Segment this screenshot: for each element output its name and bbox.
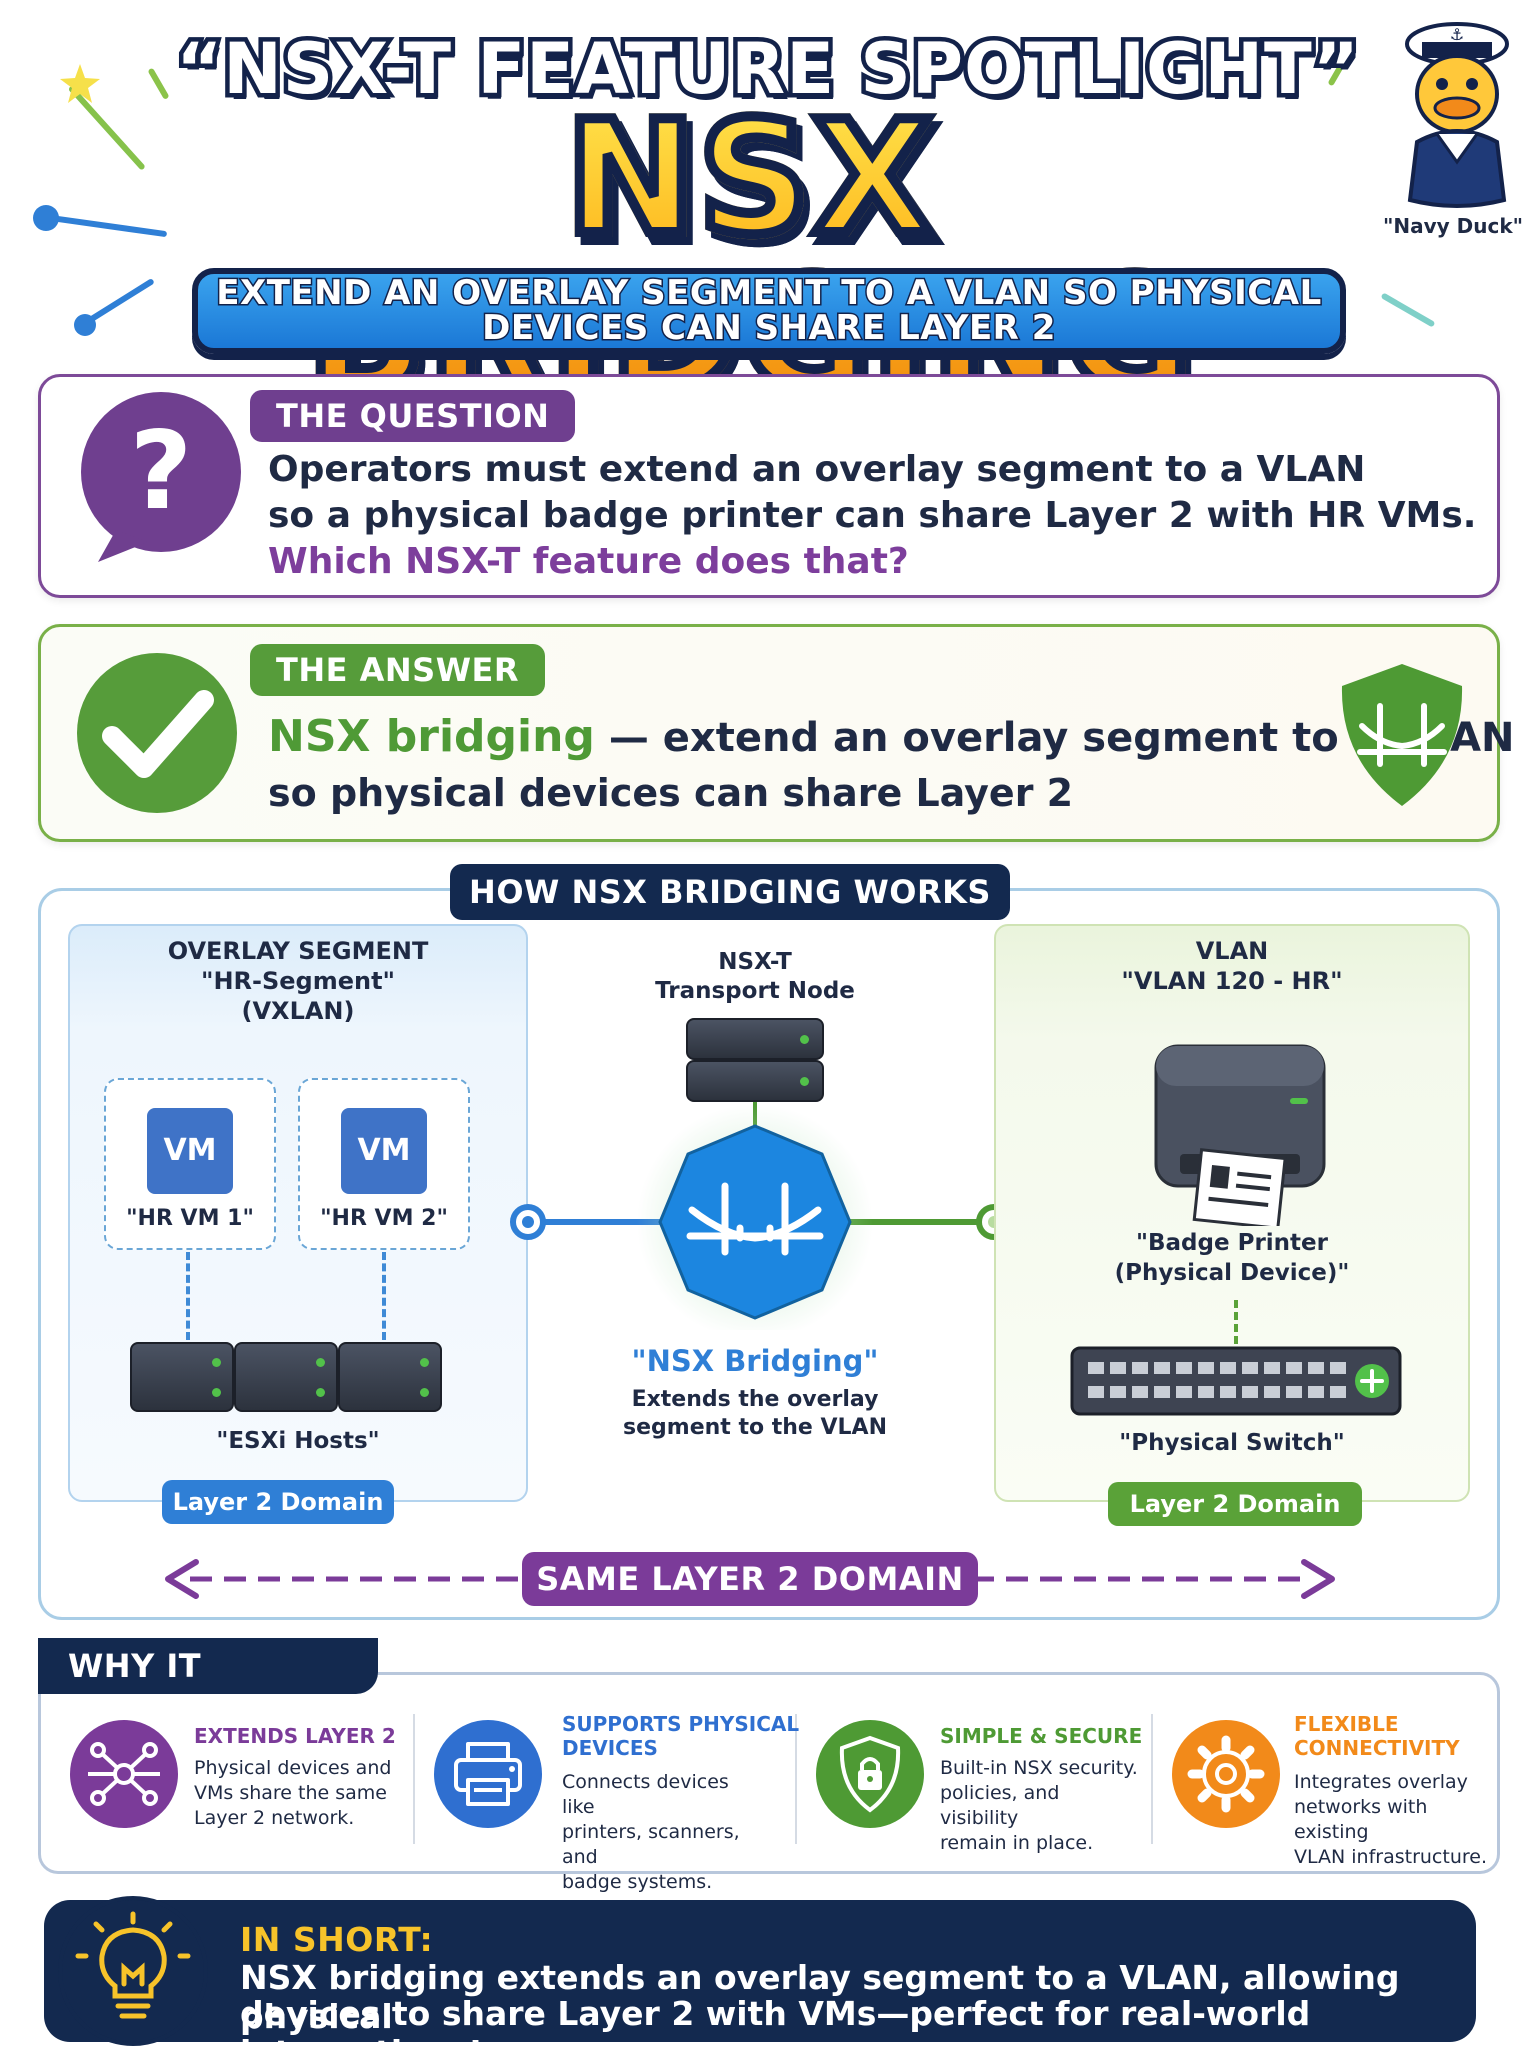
vm-icon: VM <box>147 1108 233 1194</box>
esxi-host-icon <box>234 1342 338 1412</box>
why-item-title: SUPPORTS PHYSICAL DEVICES <box>562 1712 800 1760</box>
transport-node-server-icon <box>686 1060 824 1102</box>
nsx-bridging-title: "NSX Bridging" <box>631 1344 879 1378</box>
subtitle-text: EXTEND AN OVERLAY SEGMENT TO A VLAN SO P… <box>215 273 1323 348</box>
question-icon: ? <box>81 392 241 562</box>
transport-node-title-line1: NSX-T <box>718 949 792 975</box>
printer-switch-link <box>1234 1300 1238 1344</box>
why-item-title: EXTENDS LAYER 2 <box>194 1724 396 1748</box>
badge-printer-label-line2: (Physical Device)" <box>1114 1260 1350 1286</box>
why-item-description: Physical devices and VMs share the same … <box>194 1757 392 1829</box>
overlay-layer2-domain-badge: Layer 2 Domain <box>162 1480 394 1524</box>
svg-text:⚓: ⚓ <box>1450 25 1464 44</box>
overlay-title-line1: OVERLAY SEGMENT <box>167 937 429 965</box>
vlan-title: VLAN "VLAN 120 - HR" <box>994 936 1470 996</box>
checkmark-icon <box>77 653 237 813</box>
in-short-label: IN SHORT: <box>240 1920 434 1959</box>
vm-card-hr-vm-2: VM "HR VM 2" <box>298 1078 470 1250</box>
lightbulb-icon <box>75 1911 191 2019</box>
vm-name: "HR VM 2" <box>320 1206 448 1231</box>
vm-icon: VM <box>341 1108 427 1194</box>
subtitle-banner: EXTEND AN OVERLAY SEGMENT TO A VLAN SO P… <box>192 268 1346 354</box>
mascot-name: "Navy Duck" <box>1382 214 1524 238</box>
question-label: THE QUESTION <box>250 390 576 442</box>
answer-label: THE ANSWER <box>250 644 545 696</box>
network-hub-icon <box>70 1720 178 1828</box>
badge-printer-icon <box>1154 1044 1326 1226</box>
transport-node-title: NSX-T Transport Node <box>600 948 910 1006</box>
answer-highlight: NSX bridging <box>268 711 595 762</box>
why-item-description: Connects devices like printers, scanners… <box>562 1771 740 1893</box>
why-item-description: Built-in NSX security. policies, and vis… <box>940 1757 1138 1854</box>
dot-icon <box>74 314 96 336</box>
lightbulb-icon-background <box>58 1896 208 2046</box>
question-card <box>38 374 1500 598</box>
question-text-line2: so a physical badge printer can share La… <box>268 495 1477 536</box>
vm-card-hr-vm-1: VM "HR VM 1" <box>104 1078 276 1250</box>
why-item-title: SIMPLE & SECURE <box>940 1724 1143 1748</box>
why-item-title: FLEXIBLE CONNECTIVITY <box>1294 1712 1460 1760</box>
shield-lock-icon <box>816 1720 924 1828</box>
nsx-bridging-description: Extends the overlay segment to the VLAN <box>600 1386 910 1442</box>
esxi-hosts-label: "ESXi Hosts" <box>216 1428 380 1454</box>
divider <box>1151 1714 1153 1844</box>
nsx-bridging-desc-line2: segment to the VLAN <box>623 1415 887 1440</box>
star-icon <box>60 64 100 103</box>
why-it-matters-label: WHY IT MATTERS <box>38 1638 378 1741</box>
decor-spark <box>1380 292 1436 328</box>
transport-node-server-icon <box>686 1018 824 1060</box>
nsx-bridging-desc-line1: Extends the overlay <box>631 1387 879 1412</box>
vlan-layer2-domain-badge: Layer 2 Domain <box>1108 1482 1362 1526</box>
esxi-host-icon <box>338 1342 442 1412</box>
bridge-connector <box>510 1102 1012 1330</box>
transport-node-title-line2: Transport Node <box>655 978 855 1004</box>
how-it-works-label: HOW NSX BRIDGING WORKS <box>450 864 1010 920</box>
in-short-text-line1: NSX bridging extends an overlay segment … <box>240 1958 1400 2036</box>
divider <box>413 1714 415 1844</box>
answer-text-line2: so physical devices can share Layer 2 <box>268 771 1074 815</box>
page-title: NSX BRIDGING <box>150 95 1350 417</box>
why-item-description: Integrates overlay networks with existin… <box>1294 1771 1487 1868</box>
shield-bridge-icon <box>1341 664 1463 806</box>
esxi-host-icon <box>130 1342 234 1412</box>
svg-text:?: ? <box>130 409 193 534</box>
in-short-text-line2: devices to share Layer 2 with VMs—perfec… <box>240 1994 1311 2048</box>
vlan-title-line1: VLAN <box>1195 937 1269 965</box>
vm-host-link <box>186 1252 190 1340</box>
vlan-title-line2: "VLAN 120 - HR" <box>1121 967 1343 995</box>
printer-icon <box>434 1720 542 1828</box>
badge-printer-label-line1: "Badge Printer <box>1136 1230 1328 1256</box>
overlay-title-line2: "HR-Segment" <box>200 967 396 995</box>
feature-kicker: “NSX-T FEATURE SPOTLIGHT” <box>172 24 1364 115</box>
navy-duck-mascot: ⚓ <box>1405 22 1509 208</box>
badge-printer-label: "Badge Printer (Physical Device)" <box>994 1228 1470 1288</box>
answer-text-line1: NSX bridging — extend an overlay segment… <box>268 711 1515 762</box>
physical-switch-label: "Physical Switch" <box>1119 1430 1345 1456</box>
question-text-line1: Operators must extend an overlay segment… <box>268 449 1366 490</box>
question-text-line3: Which NSX-T feature does that? <box>268 541 909 582</box>
decor-spark <box>43 214 168 238</box>
divider <box>795 1714 797 1844</box>
dot-icon <box>33 205 59 231</box>
physical-switch-icon <box>1070 1346 1402 1416</box>
overlay-segment-title: OVERLAY SEGMENT "HR-Segment" (VXLAN) <box>68 936 528 1026</box>
vm-host-link <box>382 1252 386 1340</box>
in-short-panel <box>44 1900 1476 2042</box>
vm-name: "HR VM 1" <box>126 1206 254 1231</box>
overlay-title-line3: (VXLAN) <box>241 997 355 1025</box>
same-layer2-domain-label: SAME LAYER 2 DOMAIN <box>522 1552 978 1606</box>
gear-icon <box>1172 1720 1280 1828</box>
